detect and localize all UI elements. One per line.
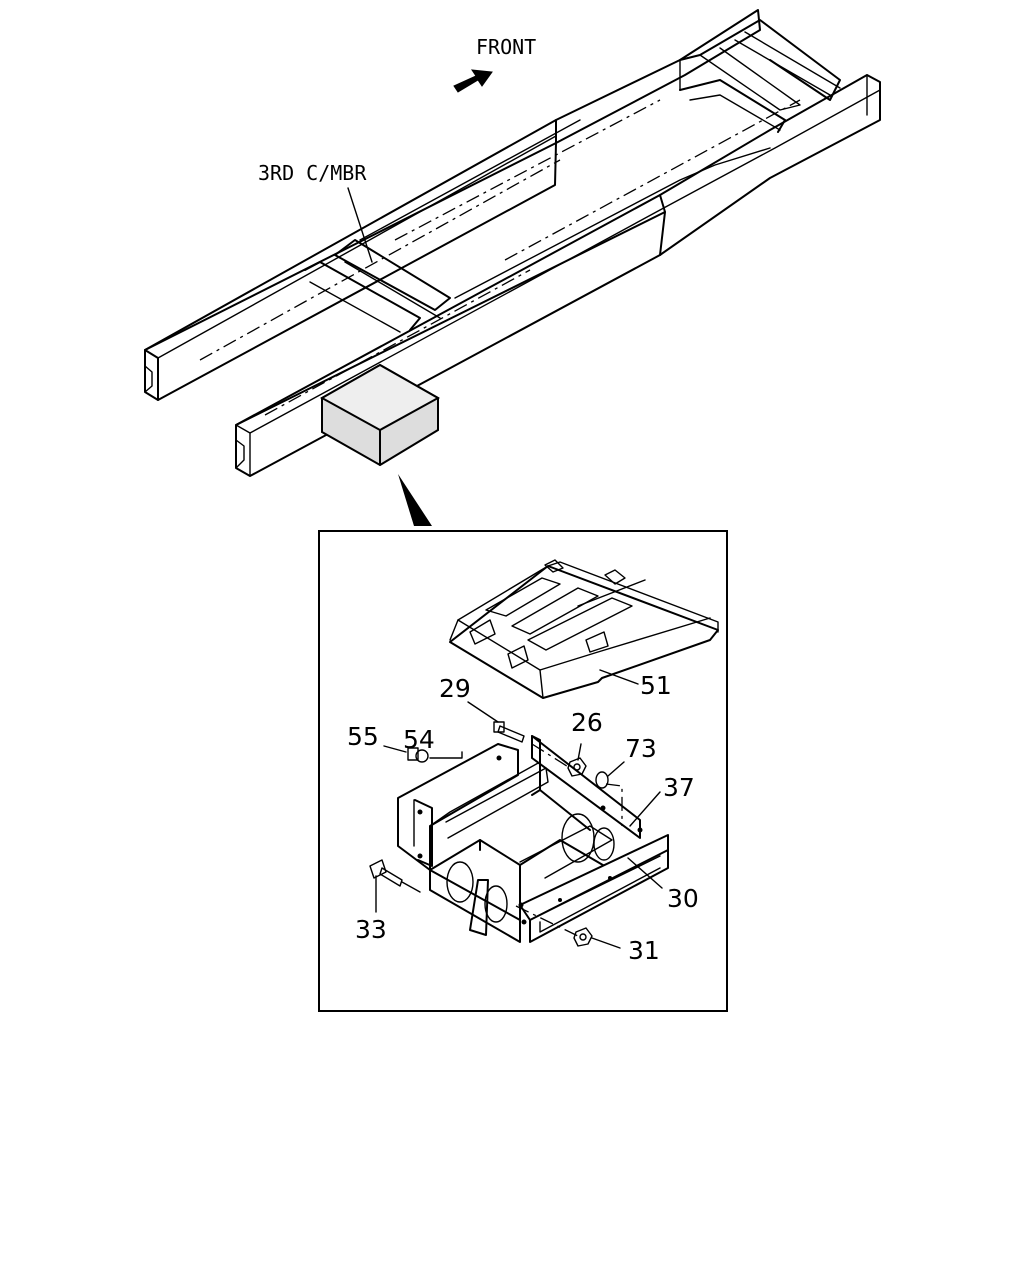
callout-73: 73 bbox=[625, 734, 657, 763]
callout-33: 33 bbox=[355, 915, 387, 944]
crossmember-leader bbox=[347, 187, 373, 263]
leader-51 bbox=[599, 669, 639, 685]
callout-30: 30 bbox=[667, 884, 699, 913]
callout-leaders bbox=[375, 701, 663, 949]
front-arrow-icon bbox=[453, 69, 493, 93]
detail-pointer-icon bbox=[398, 474, 432, 526]
chassis-frame bbox=[144, 9, 881, 477]
part-33-bolt bbox=[369, 859, 403, 887]
part-29-bolt bbox=[493, 721, 525, 743]
callout-51: 51 bbox=[640, 671, 672, 700]
callout-29: 29 bbox=[439, 674, 471, 703]
detail-frame bbox=[318, 530, 728, 1012]
callout-55: 55 bbox=[347, 722, 379, 751]
battery-carrier bbox=[397, 735, 669, 943]
callout-54: 54 bbox=[403, 725, 435, 754]
crossmember-label: 3RD C/MBR bbox=[258, 161, 367, 185]
part-26-nut bbox=[567, 757, 587, 777]
part-73-washer bbox=[595, 771, 609, 789]
battery-box-location bbox=[319, 363, 441, 467]
callout-37: 37 bbox=[663, 773, 695, 802]
part-55-bolt bbox=[407, 747, 429, 763]
callout-31: 31 bbox=[628, 936, 660, 965]
part-51-tray-pad bbox=[449, 559, 719, 699]
front-label: FRONT bbox=[476, 35, 536, 59]
part-31-nut bbox=[573, 927, 593, 947]
callout-26: 26 bbox=[571, 708, 603, 737]
